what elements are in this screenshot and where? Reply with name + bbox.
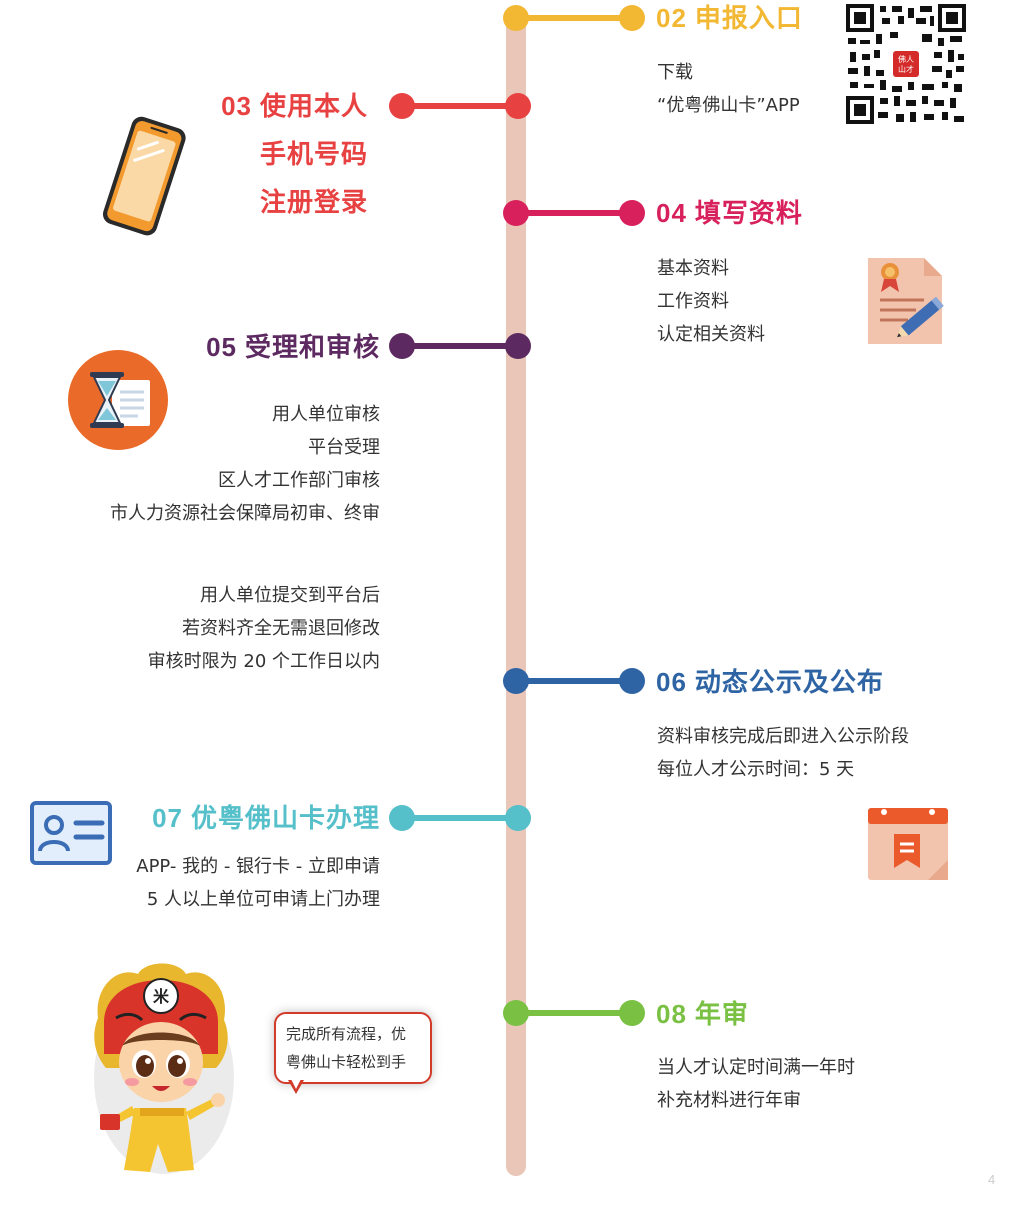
- step-05-note-line-1: 用人单位提交到平台后: [200, 585, 380, 606]
- id-card-icon: [30, 801, 112, 865]
- qr-code-icon: 佛人 山才: [846, 4, 966, 124]
- step-02-line-1: 下载: [657, 62, 693, 83]
- step-06-number: 06: [656, 667, 687, 697]
- step-08-number: 08: [656, 999, 687, 1029]
- step-06-title: 动态公示及公布: [694, 668, 884, 698]
- connector-step-04: [503, 200, 645, 226]
- step-06-text: 资料审核完成后即进入公示阶段 每位人才公示时间：5 天: [657, 720, 909, 786]
- step-03-title-line-2: 手机号码: [259, 140, 368, 170]
- bubble-line-1: 完成所有流程，优: [286, 1025, 407, 1043]
- step-05-note: 用人单位提交到平台后 若资料齐全无需退回修改 审核时限为 20 个工作日以内: [60, 579, 380, 678]
- step-06-line-2: 每位人才公示时间：5 天: [657, 759, 855, 780]
- step-05-line-3: 区人才工作部门审核: [218, 470, 380, 491]
- step-02-title: 申报入口: [694, 4, 803, 34]
- hourglass-icon: [66, 348, 170, 452]
- svg-text:米: 米: [153, 987, 170, 1006]
- bubble-line-2: 粤佛山卡轻松到手: [286, 1053, 407, 1071]
- connector-step-07: [389, 805, 531, 831]
- step-07-number: 07: [152, 803, 183, 833]
- lion-mascot-icon: 米: [86, 958, 236, 1178]
- speech-bubble: 完成所有流程，优 粤佛山卡轻松到手: [274, 1012, 432, 1084]
- step-05-note-line-2: 若资料齐全无需退回修改: [182, 618, 380, 639]
- connector-step-03: [389, 93, 531, 119]
- step-08-line-1: 当人才认定时间满一年时: [657, 1057, 855, 1078]
- step-03-number: 03: [221, 91, 252, 121]
- speech-bubble-tail-inner: [291, 1079, 301, 1089]
- step-05-line-1: 用人单位审核: [272, 404, 380, 425]
- step-06-line-1: 资料审核完成后即进入公示阶段: [657, 726, 909, 747]
- connector-step-02: [503, 5, 645, 31]
- step-04-line-3: 认定相关资料: [657, 324, 765, 345]
- step-05-text: 用人单位审核 平台受理 区人才工作部门审核 市人力资源社会保障局初审、终审: [60, 398, 380, 530]
- step-08-line-2: 补充材料进行年审: [657, 1090, 801, 1111]
- step-07-title: 优粤佛山卡办理: [190, 804, 380, 834]
- step-04-text: 基本资料 工作资料 认定相关资料: [657, 252, 765, 351]
- step-04-title: 填写资料: [694, 199, 803, 229]
- step-04-number: 04: [656, 198, 687, 228]
- step-05-line-4: 市人力资源社会保障局初审、终审: [110, 503, 380, 524]
- step-07-line-1: APP- 我的 - 银行卡 - 立即申请: [136, 856, 380, 877]
- step-07-line-2: 5 人以上单位可申请上门办理: [146, 889, 380, 910]
- step-05-note-line-3: 审核时限为 20 个工作日以内: [147, 651, 380, 672]
- step-07-text: APP- 我的 - 银行卡 - 立即申请 5 人以上单位可申请上门办理: [60, 850, 380, 916]
- step-04-line-2: 工作资料: [657, 291, 729, 312]
- step-02-number: 02: [656, 3, 687, 33]
- connector-step-08: [503, 1000, 645, 1026]
- step-02-text: 下载 “优粤佛山卡”APP: [657, 56, 800, 122]
- connector-step-05: [389, 333, 531, 359]
- step-03-title-line-3: 注册登录: [259, 188, 368, 218]
- page-number: 4: [988, 1172, 996, 1187]
- step-04-line-1: 基本资料: [657, 258, 729, 279]
- step-08-title: 年审: [694, 1000, 749, 1030]
- timeline-spine: [506, 14, 526, 1176]
- connector-step-06: [503, 668, 645, 694]
- document-pen-icon: [864, 254, 948, 348]
- step-05-title: 受理和审核: [244, 333, 380, 363]
- phone-icon: [94, 112, 194, 242]
- svg-text:山才: 山才: [898, 64, 914, 74]
- step-05-line-2: 平台受理: [308, 437, 380, 458]
- step-02-line-2: “优粤佛山卡”APP: [657, 95, 800, 116]
- step-05-number: 05: [206, 332, 237, 362]
- step-08-text: 当人才认定时间满一年时 补充材料进行年审: [657, 1051, 855, 1117]
- svg-text:佛人: 佛人: [898, 54, 914, 64]
- calendar-icon: [864, 802, 950, 882]
